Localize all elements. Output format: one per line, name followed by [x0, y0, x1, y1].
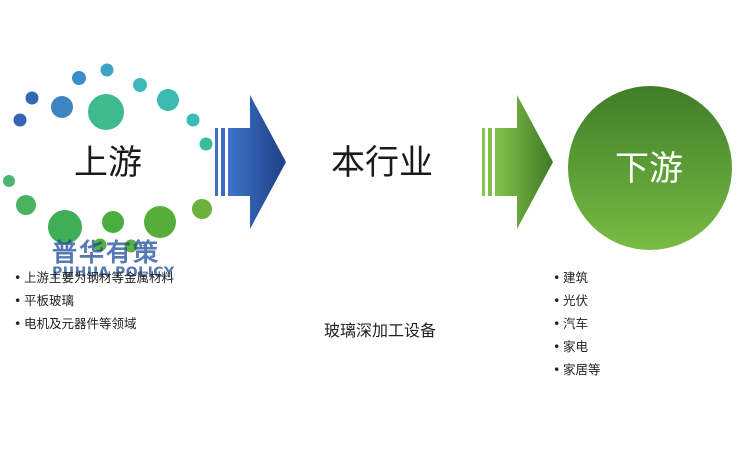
downstream-circle: [568, 86, 732, 250]
arrow-stripe: [221, 128, 225, 196]
ring-dot: [48, 210, 82, 244]
blue-arrow: [215, 95, 286, 229]
list-item-text: 家电: [563, 339, 589, 354]
watermark-english: PUHUA POLICY: [52, 265, 175, 281]
ring-dot: [51, 96, 73, 118]
watermark-chinese: 普华有策: [52, 238, 161, 267]
ring-dot: [186, 113, 200, 127]
ring-dot: [157, 89, 179, 111]
industry-subtitle: 玻璃深加工设备: [324, 321, 437, 340]
ring-dot: [72, 71, 86, 85]
arrow-body: [495, 95, 553, 229]
ring-dot: [13, 113, 27, 127]
list-item: •光伏: [553, 293, 589, 308]
ring-dot: [88, 94, 124, 130]
downstream-title: 下游: [615, 149, 683, 189]
green-arrow: [482, 95, 553, 229]
industry-title: 本行业: [331, 143, 433, 183]
upstream-title: 上游: [74, 143, 142, 183]
list-item: •电机及元器件等领域: [14, 316, 137, 331]
ring-dot: [199, 137, 213, 151]
watermark: 普华有策 PUHUA POLICY: [52, 240, 175, 280]
list-item-text: 建筑: [563, 270, 589, 285]
list-item: •家居等: [553, 362, 601, 377]
ring-dot: [192, 199, 212, 219]
arrow-stripe: [482, 128, 485, 196]
ring-dot: [93, 238, 107, 252]
ring-dot: [100, 63, 114, 77]
upstream-list: •上游主要为钢材等金属材料 •平板玻璃 •电机及元器件等领域: [14, 266, 174, 335]
ring-dot: [3, 175, 15, 187]
list-item: •汽车: [553, 316, 589, 331]
list-item: •家电: [553, 339, 589, 354]
list-item-text: 光伏: [563, 293, 589, 308]
ring-dot: [124, 239, 138, 253]
downstream-list: •建筑 •光伏 •汽车 •家电 •家居等: [553, 266, 601, 381]
list-item: •平板玻璃: [14, 293, 75, 308]
list-item-text: 平板玻璃: [24, 293, 75, 308]
arrow-stripe: [215, 128, 218, 196]
ring-dot: [25, 91, 39, 105]
list-item-text: 汽车: [563, 316, 589, 331]
list-item: •建筑: [553, 270, 589, 285]
list-item: •上游主要为钢材等金属材料: [14, 270, 175, 285]
arrow-stripe: [488, 128, 492, 196]
ring-dot: [16, 195, 36, 215]
ring-dot: [133, 78, 147, 92]
ring-dot: [144, 206, 176, 238]
list-item-text: 家居等: [563, 362, 601, 377]
list-item-text: 上游主要为钢材等金属材料: [24, 270, 175, 285]
ring-dot: [102, 211, 124, 233]
arrow-body: [228, 95, 286, 229]
upstream-dot-ring: [3, 63, 213, 253]
list-item-text: 电机及元器件等领域: [24, 316, 137, 331]
